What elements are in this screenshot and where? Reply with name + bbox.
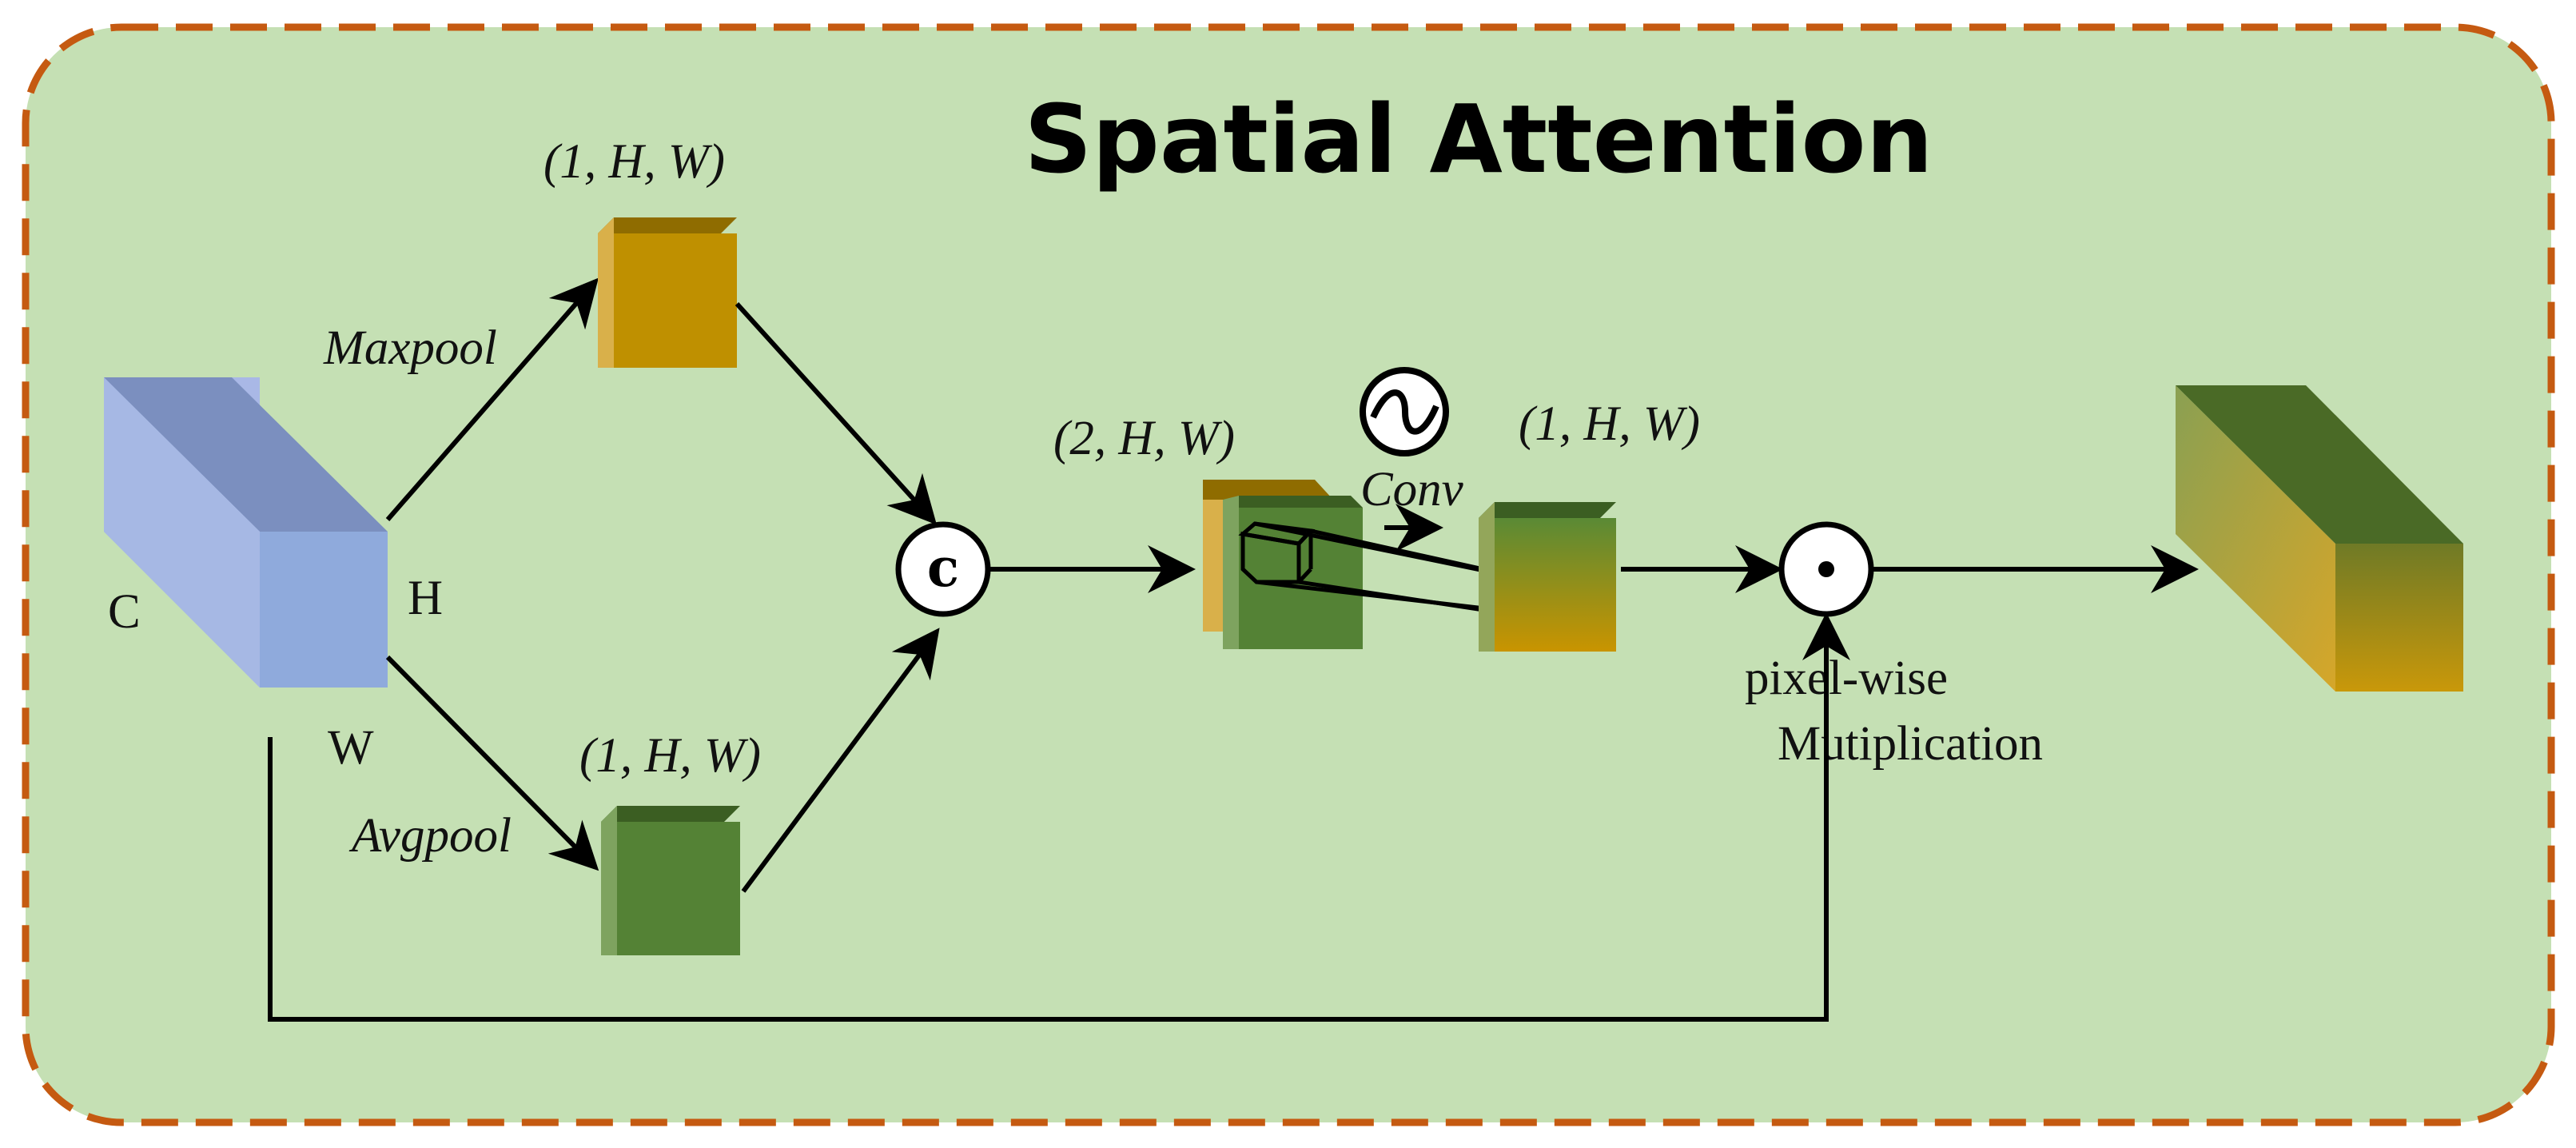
maxpool-to-concat-arrow (735, 301, 938, 525)
multiply-dot (1818, 561, 1834, 577)
avgpool-arrow (385, 655, 599, 871)
conv-output-feature-map (1479, 502, 1616, 652)
conv-output-shape-label: (1, H, W) (1519, 397, 1700, 451)
concat-shape-label: (2, H, W) (1053, 412, 1235, 465)
maxpool-shape-label: (1, H, W) (543, 135, 725, 189)
input-c-label: C (108, 585, 141, 639)
multiply-operator (1778, 521, 1874, 617)
input-w-label: W (328, 721, 374, 775)
maxpool-arrow (385, 277, 599, 521)
output-feature-map (2176, 385, 2463, 692)
input-feature-map (104, 377, 388, 688)
conv-label: Conv (1360, 463, 1464, 516)
avgpool-to-concat-arrow (741, 628, 940, 893)
diagram-title: Spatial Attention (1024, 84, 1933, 194)
concat-operator: c (895, 521, 991, 617)
maxpool-label: Maxpool (323, 321, 497, 375)
input-h-label: H (408, 572, 443, 625)
multiply-label-line2: Mutiplication (1778, 717, 2043, 771)
skip-connection-arrow (268, 612, 1850, 1022)
sigmoid-icon (1360, 367, 1449, 456)
stacked-feature-map (1203, 480, 1363, 649)
maxpool-feature-map (598, 217, 737, 368)
concat-symbol: c (927, 536, 959, 599)
multiply-label-line1: pixel-wise (1745, 652, 1948, 705)
avgpool-feature-map (601, 806, 740, 955)
avgpool-shape-label: (1, H, W) (579, 729, 761, 783)
avgpool-label: Avgpool (348, 809, 512, 863)
